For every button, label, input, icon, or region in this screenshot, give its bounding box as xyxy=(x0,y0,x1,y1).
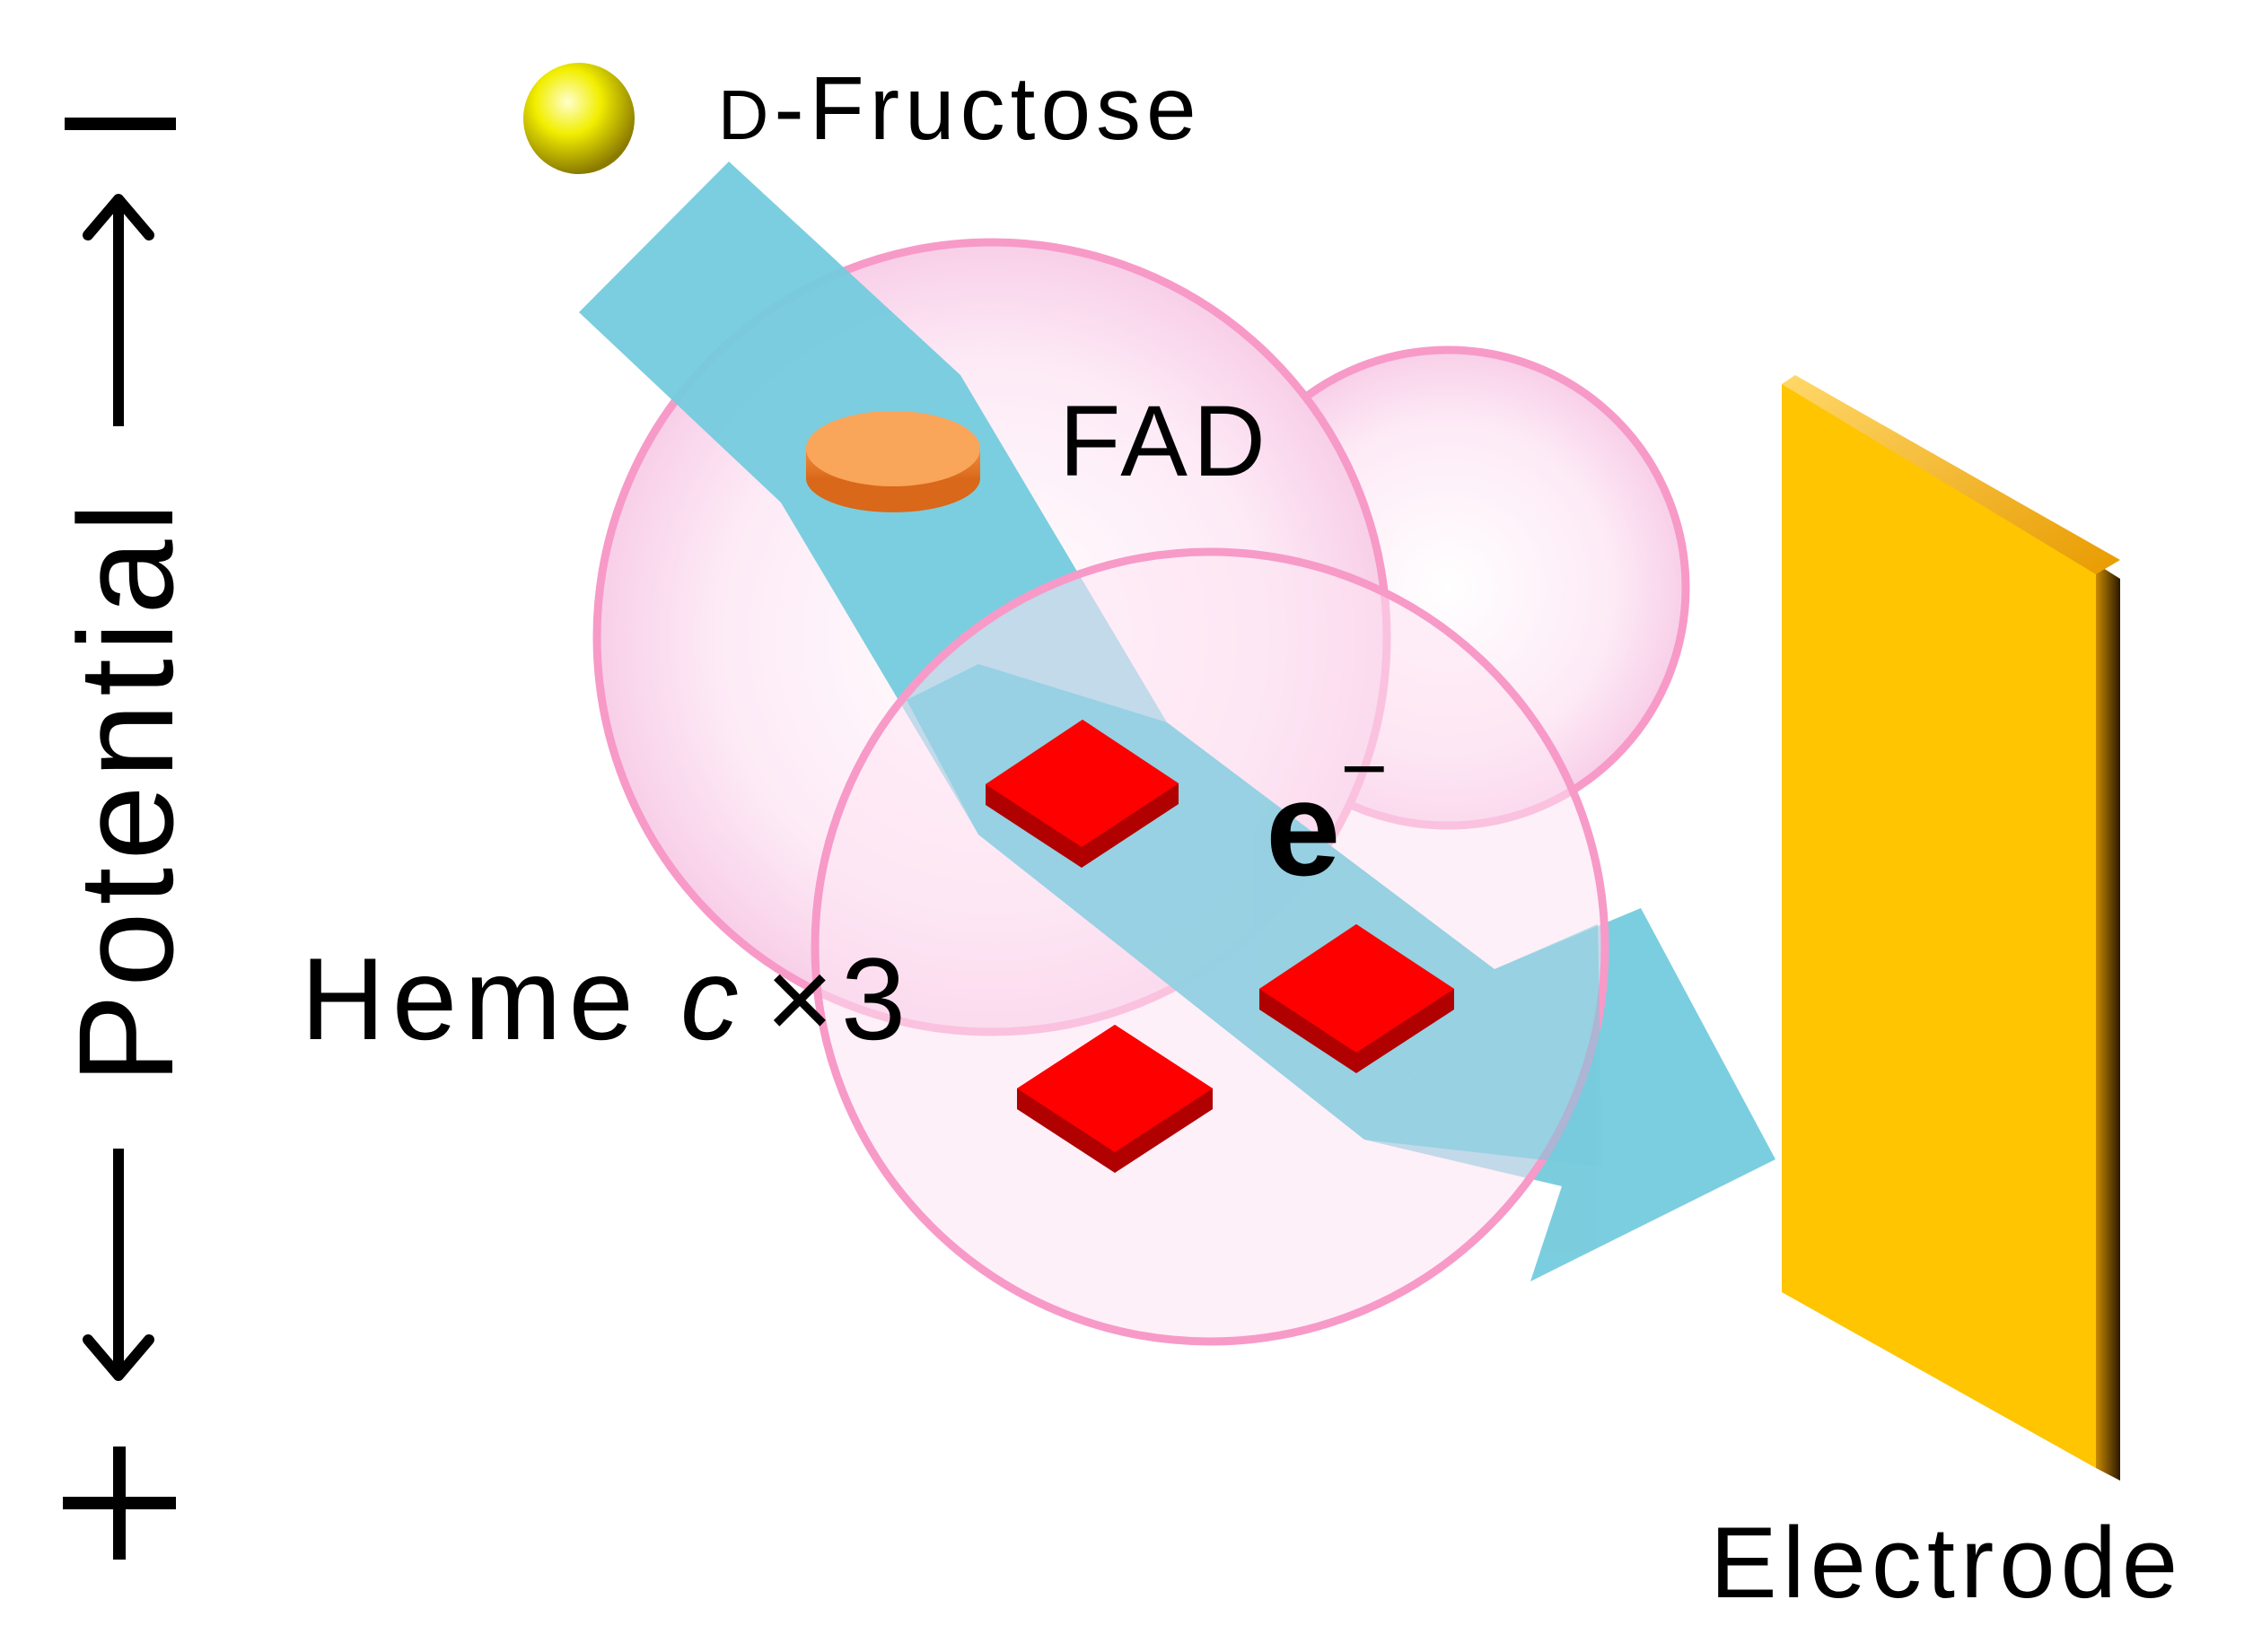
labels: D-Fructose FAD e− Heme c×3 Electrode xyxy=(301,58,2183,1619)
substrate-name: Fructose xyxy=(810,58,1202,159)
electron-symbol: e xyxy=(1266,753,1340,904)
heme-count: ×3 xyxy=(766,933,913,1064)
heme-label: Heme c×3 xyxy=(301,933,913,1064)
arrow-down-icon xyxy=(83,1334,154,1381)
fructose-molecule-icon xyxy=(523,63,635,174)
substrate-label: D-Fructose xyxy=(718,58,1202,159)
arrow-up-icon xyxy=(83,194,154,240)
heme-italic-c: c xyxy=(680,933,746,1064)
electrode xyxy=(1782,375,2120,1481)
electrode-side xyxy=(2096,564,2120,1481)
substrate-dash: - xyxy=(774,58,809,159)
electrode-face xyxy=(1782,384,2096,1468)
substrate-prefix: D xyxy=(718,75,774,154)
electrode-label: Electrode xyxy=(1710,1507,2183,1619)
heme-square-1 xyxy=(986,720,1179,868)
heme-square-2 xyxy=(1259,924,1454,1073)
heme-groups xyxy=(986,720,1454,1173)
electron-label: e− xyxy=(1266,724,1388,904)
electron-charge: − xyxy=(1340,724,1388,814)
heme-word: Heme xyxy=(301,933,680,1064)
fad-disk-top xyxy=(806,411,980,486)
heme-square-3 xyxy=(1017,1025,1213,1173)
fad-cofactor xyxy=(806,411,980,512)
potential-label: Potential xyxy=(50,495,201,1084)
fad-label: FAD xyxy=(1059,385,1271,497)
electrode-top-edge xyxy=(1782,375,2120,574)
potential-axis: Potential xyxy=(50,118,201,1560)
